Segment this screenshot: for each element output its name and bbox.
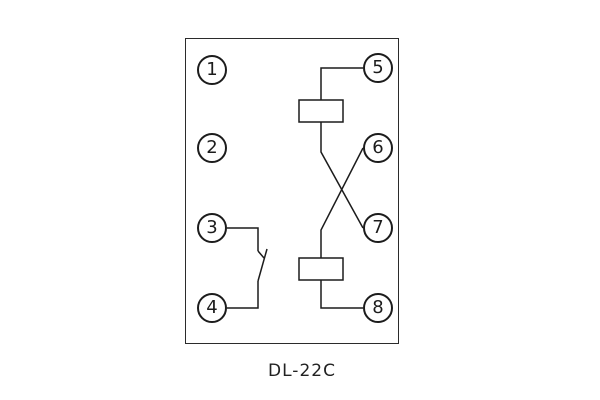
upper-coil	[298, 99, 344, 123]
wire-terminal6-to-lower-coil	[320, 147, 364, 258]
contact-fixed-tick	[257, 250, 265, 259]
model-label: DL-22C	[268, 361, 336, 381]
contact-blade	[257, 248, 268, 282]
wire-lower-coil-to-terminal8	[320, 280, 363, 309]
terminal-3: 3	[197, 213, 227, 243]
wire-terminal3-to-contact	[227, 227, 259, 251]
terminal-5: 5	[363, 53, 393, 83]
lower-coil	[298, 257, 344, 281]
terminal-2: 2	[197, 133, 227, 163]
wire-contact-to-terminal4	[227, 281, 259, 309]
diagram-border	[185, 38, 399, 344]
terminal-1: 1	[197, 55, 227, 85]
terminal-4: 4	[197, 293, 227, 323]
terminal-7: 7	[363, 213, 393, 243]
terminal-8: 8	[363, 293, 393, 323]
terminal-6: 6	[363, 133, 393, 163]
wire-terminal5-to-upper-coil	[320, 67, 363, 100]
wire-upper-coil-to-terminal7	[320, 122, 364, 229]
